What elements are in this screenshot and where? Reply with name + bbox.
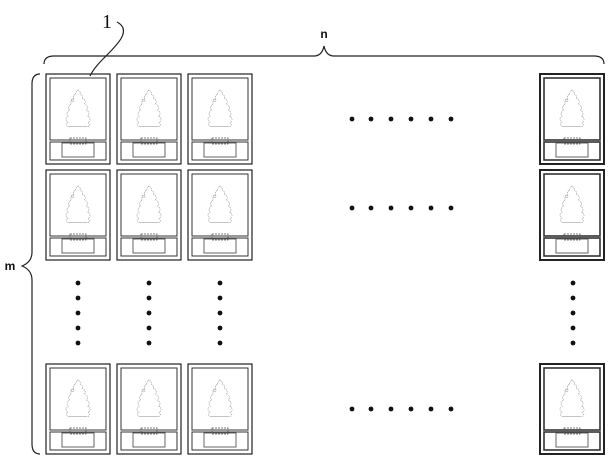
- base-box-icon: [61, 238, 95, 254]
- grid-unit: [187, 169, 253, 261]
- unit-frame: [187, 169, 253, 261]
- grid-unit: [116, 363, 182, 455]
- base-box-icon: [132, 432, 166, 448]
- unit-frame: [187, 73, 253, 165]
- reference-numeral: 1: [102, 11, 112, 33]
- christmas-tree-icon: [207, 185, 233, 224]
- column-ellipsis-1: [75, 280, 81, 346]
- unit-connector: [69, 137, 87, 145]
- unit-window: [120, 173, 178, 237]
- row-count-label: m: [5, 259, 16, 273]
- reference-leader-line: [89, 21, 124, 77]
- base-box-icon: [203, 142, 237, 158]
- unit-connector: [140, 233, 158, 241]
- unit-connector: [563, 427, 581, 435]
- grid-unit: [539, 169, 605, 261]
- unit-connector: [211, 233, 229, 241]
- unit-base-frame: [543, 237, 601, 257]
- unit-base-frame: [543, 431, 601, 451]
- unit-frame: [116, 169, 182, 261]
- base-box-icon: [61, 432, 95, 448]
- christmas-tree-icon: [136, 89, 162, 128]
- unit-connector: [211, 137, 229, 145]
- base-box-icon: [132, 238, 166, 254]
- grid-unit: [187, 363, 253, 455]
- christmas-tree-icon: [207, 379, 233, 418]
- unit-base-frame: [120, 237, 178, 257]
- unit-frame: [539, 73, 605, 165]
- unit-base-frame: [120, 431, 178, 451]
- grid-unit: [187, 73, 253, 165]
- christmas-tree-icon: [559, 379, 585, 418]
- column-brace: [43, 45, 605, 65]
- unit-window: [543, 367, 601, 431]
- column-ellipsis-3: [217, 280, 223, 346]
- unit-window: [49, 77, 107, 141]
- grid-unit: [45, 169, 111, 261]
- unit-base-frame: [191, 237, 249, 257]
- christmas-tree-icon: [559, 89, 585, 128]
- christmas-tree-icon: [65, 379, 91, 418]
- grid-unit: [116, 169, 182, 261]
- unit-base-frame: [191, 431, 249, 451]
- unit-base-frame: [49, 141, 107, 161]
- grid-unit: [45, 363, 111, 455]
- unit-window: [191, 367, 249, 431]
- unit-window: [191, 77, 249, 141]
- base-box-icon: [203, 432, 237, 448]
- grid-unit: [539, 363, 605, 455]
- grid-unit: [116, 73, 182, 165]
- unit-grid: [45, 73, 605, 455]
- base-box-icon: [203, 238, 237, 254]
- unit-frame: [116, 363, 182, 455]
- column-count-label: n: [320, 27, 327, 41]
- column-ellipsis-2: [146, 280, 152, 346]
- unit-frame: [539, 363, 605, 455]
- base-box-icon: [555, 238, 589, 254]
- unit-frame: [45, 169, 111, 261]
- unit-frame: [45, 73, 111, 165]
- base-box-icon: [132, 142, 166, 158]
- christmas-tree-icon: [65, 185, 91, 224]
- unit-base-frame: [543, 141, 601, 161]
- unit-window: [120, 77, 178, 141]
- row-ellipsis-bottom: [349, 406, 454, 412]
- unit-connector: [563, 137, 581, 145]
- unit-connector: [69, 233, 87, 241]
- unit-window: [49, 173, 107, 237]
- grid-unit: [539, 73, 605, 165]
- unit-window: [191, 173, 249, 237]
- unit-base-frame: [120, 141, 178, 161]
- christmas-tree-icon: [65, 89, 91, 128]
- christmas-tree-icon: [559, 185, 585, 224]
- row-brace: [20, 73, 41, 455]
- christmas-tree-icon: [207, 89, 233, 128]
- base-box-icon: [555, 432, 589, 448]
- unit-frame: [187, 363, 253, 455]
- unit-connector: [211, 427, 229, 435]
- unit-window: [543, 173, 601, 237]
- grid-unit: [45, 73, 111, 165]
- unit-frame: [45, 363, 111, 455]
- unit-base-frame: [49, 237, 107, 257]
- base-box-icon: [555, 142, 589, 158]
- unit-connector: [140, 427, 158, 435]
- unit-connector: [69, 427, 87, 435]
- row-ellipsis-top: [349, 116, 454, 122]
- column-ellipsis-last: [570, 280, 576, 346]
- unit-connector: [563, 233, 581, 241]
- christmas-tree-icon: [136, 379, 162, 418]
- unit-frame: [116, 73, 182, 165]
- unit-window: [120, 367, 178, 431]
- base-box-icon: [61, 142, 95, 158]
- row-ellipsis-middle: [349, 205, 454, 211]
- unit-connector: [140, 137, 158, 145]
- unit-base-frame: [191, 141, 249, 161]
- unit-base-frame: [49, 431, 107, 451]
- christmas-tree-icon: [136, 185, 162, 224]
- unit-window: [543, 77, 601, 141]
- unit-window: [49, 367, 107, 431]
- unit-frame: [539, 169, 605, 261]
